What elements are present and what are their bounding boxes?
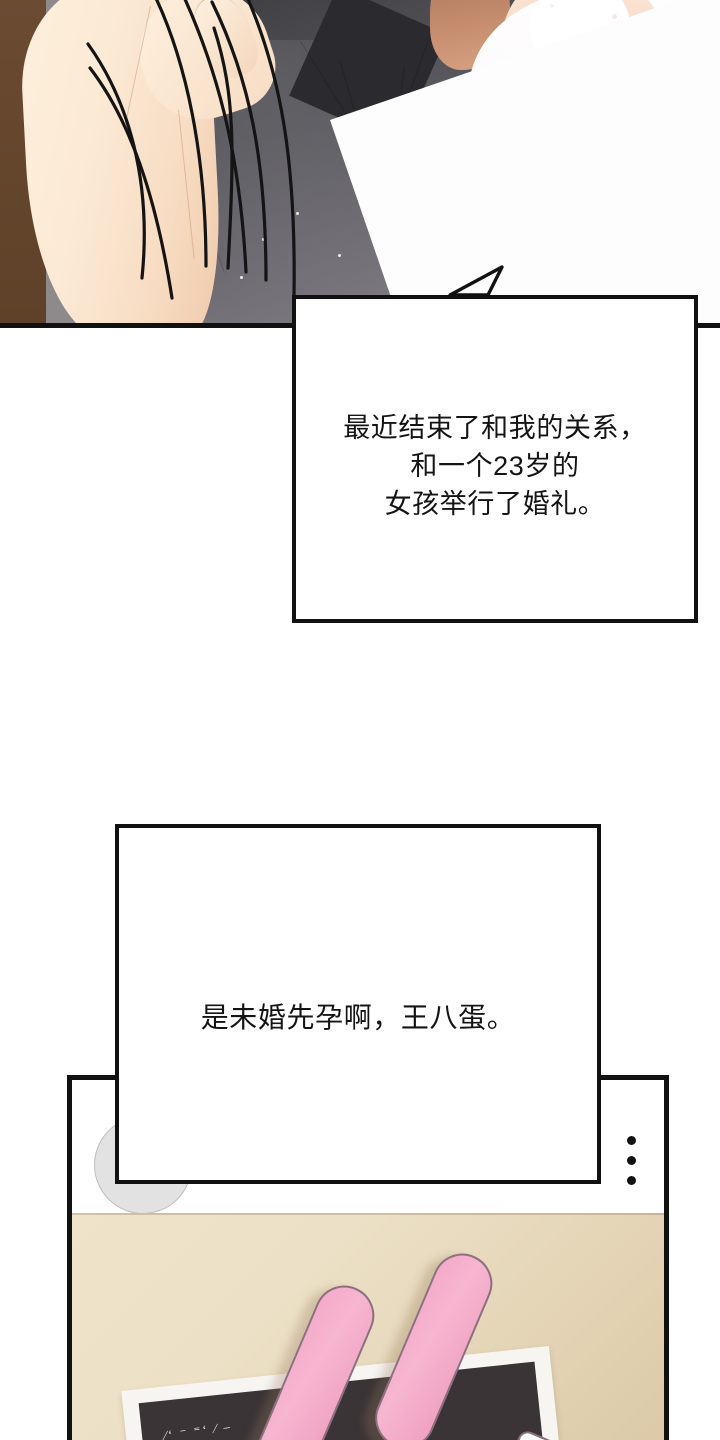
- motion-speed-lines: [86, 0, 296, 300]
- speech-bubble-1-text: 最近结束了和我的关系， 和一个23岁的 女孩举行了婚礼。: [343, 412, 647, 520]
- speech-bubble-2-text: 是未婚先孕啊，王八蛋。: [200, 1002, 516, 1034]
- table-edge-line: [72, 1213, 664, 1215]
- panel-edge-right-segment: [694, 323, 720, 328]
- kebab-dot: [627, 1136, 636, 1145]
- speech-bubble-1[interactable]: 最近结束了和我的关系， 和一个23岁的 女孩举行了婚礼。: [292, 295, 698, 623]
- sparkle-dot: [296, 212, 299, 215]
- more-options-icon[interactable]: [627, 1136, 636, 1185]
- kebab-dot: [627, 1156, 636, 1165]
- speech-bubble-2[interactable]: 是未婚先孕啊，王八蛋。: [115, 824, 601, 1184]
- sparkle-dot: [262, 238, 265, 241]
- sparkle-dot: [338, 254, 341, 257]
- sparkle-dot: [612, 14, 617, 19]
- speech-bubble-tail-1: [448, 265, 504, 297]
- sparkle-dot: [240, 276, 243, 279]
- panel-wedding-scene: ✦ ✦ ✦ ✦ ✦: [0, 0, 720, 328]
- ultrasound-scribble-line-1: ⁄ʻ ⁻ ⁼ʻ ⁄ ⎯: [163, 1418, 233, 1440]
- sparkle-star-icon: ✦: [548, 1, 556, 11]
- kebab-dot: [627, 1176, 636, 1185]
